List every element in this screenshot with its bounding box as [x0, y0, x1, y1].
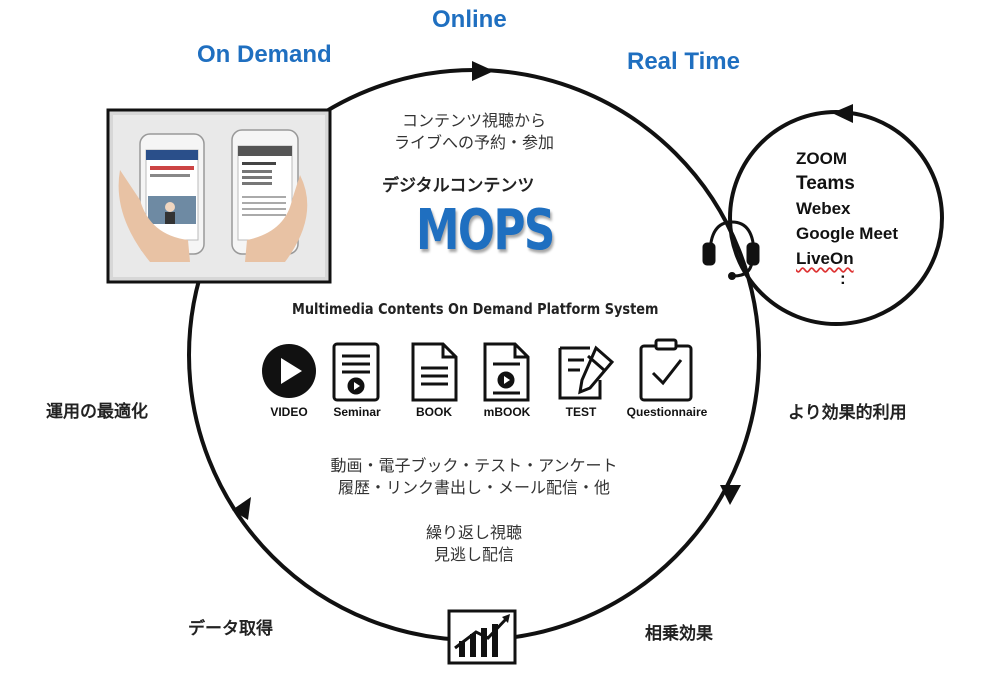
- phone-screenshot-panel: [106, 108, 332, 284]
- label-online: Online: [432, 6, 507, 33]
- repeat-viewing-text: 繰り返し視聴 見逃し配信: [404, 522, 544, 566]
- label-synergy: 相乗効果: [645, 624, 713, 644]
- tool-liveon: LiveOn: [796, 249, 854, 268]
- book-icon: [411, 342, 458, 402]
- tool-zoom: ZOOM: [796, 149, 847, 168]
- brand-logo: MOPS: [416, 198, 555, 263]
- content-type-label-book: BOOK: [416, 405, 452, 419]
- play-circle-icon: [262, 344, 316, 398]
- mbook-icon: [483, 342, 530, 402]
- label-optimize: 運用の最適化: [46, 402, 148, 422]
- content-type-label-video: VIDEO: [270, 405, 308, 419]
- repeat-line-2: 見逃し配信: [433, 545, 514, 564]
- growth-chart-icon: [447, 609, 517, 665]
- platform-title: Multimedia Contents On Demand Platform S…: [292, 300, 659, 318]
- arrow-small-circle: [832, 104, 853, 123]
- tool-google-meet: Google Meet: [796, 224, 899, 243]
- digital-contents-label: デジタルコンテンツ: [382, 176, 535, 196]
- content-type-label-questionnaire: Questionnaire: [626, 405, 708, 419]
- tool-teams: Teams: [796, 173, 855, 194]
- arrow-right: [720, 485, 741, 505]
- content-line-2: ライブへの予約・参加: [393, 133, 554, 152]
- test-icon: [558, 345, 615, 400]
- repeat-line-1: 繰り返し視聴: [425, 523, 522, 542]
- features-text: 動画・電子ブック・テスト・アンケート 履歴・リンク書出し・メール配信・他: [294, 455, 654, 499]
- content-to-live-text: コンテンツ視聴から ライブへの予約・参加: [374, 110, 574, 154]
- arrow-left: [232, 497, 251, 520]
- arrow-top: [472, 61, 494, 81]
- label-real-time: Real Time: [627, 48, 740, 75]
- label-effective-use: より効果的利用: [788, 403, 907, 423]
- features-line-1: 動画・電子ブック・テスト・アンケート: [330, 456, 618, 475]
- content-line-1: コンテンツ視聴から: [401, 111, 546, 130]
- features-line-2: 履歴・リンク書出し・メール配信・他: [337, 478, 610, 497]
- headset-icon: [702, 220, 760, 280]
- tool-webex: Webex: [796, 199, 851, 218]
- label-data-acquisition: データ取得: [188, 619, 273, 639]
- realtime-tools-list: ZOOM Teams Webex Google Meet LiveOn :: [796, 146, 898, 287]
- questionnaire-icon: [639, 338, 693, 402]
- content-type-label-test: TEST: [565, 405, 597, 419]
- label-on-demand: On Demand: [197, 41, 332, 68]
- content-type-label-seminar: Seminar: [333, 405, 381, 419]
- seminar-icon: [332, 342, 380, 402]
- tool-more: :: [840, 269, 846, 288]
- content-type-label-mbook: mBOOK: [483, 405, 531, 419]
